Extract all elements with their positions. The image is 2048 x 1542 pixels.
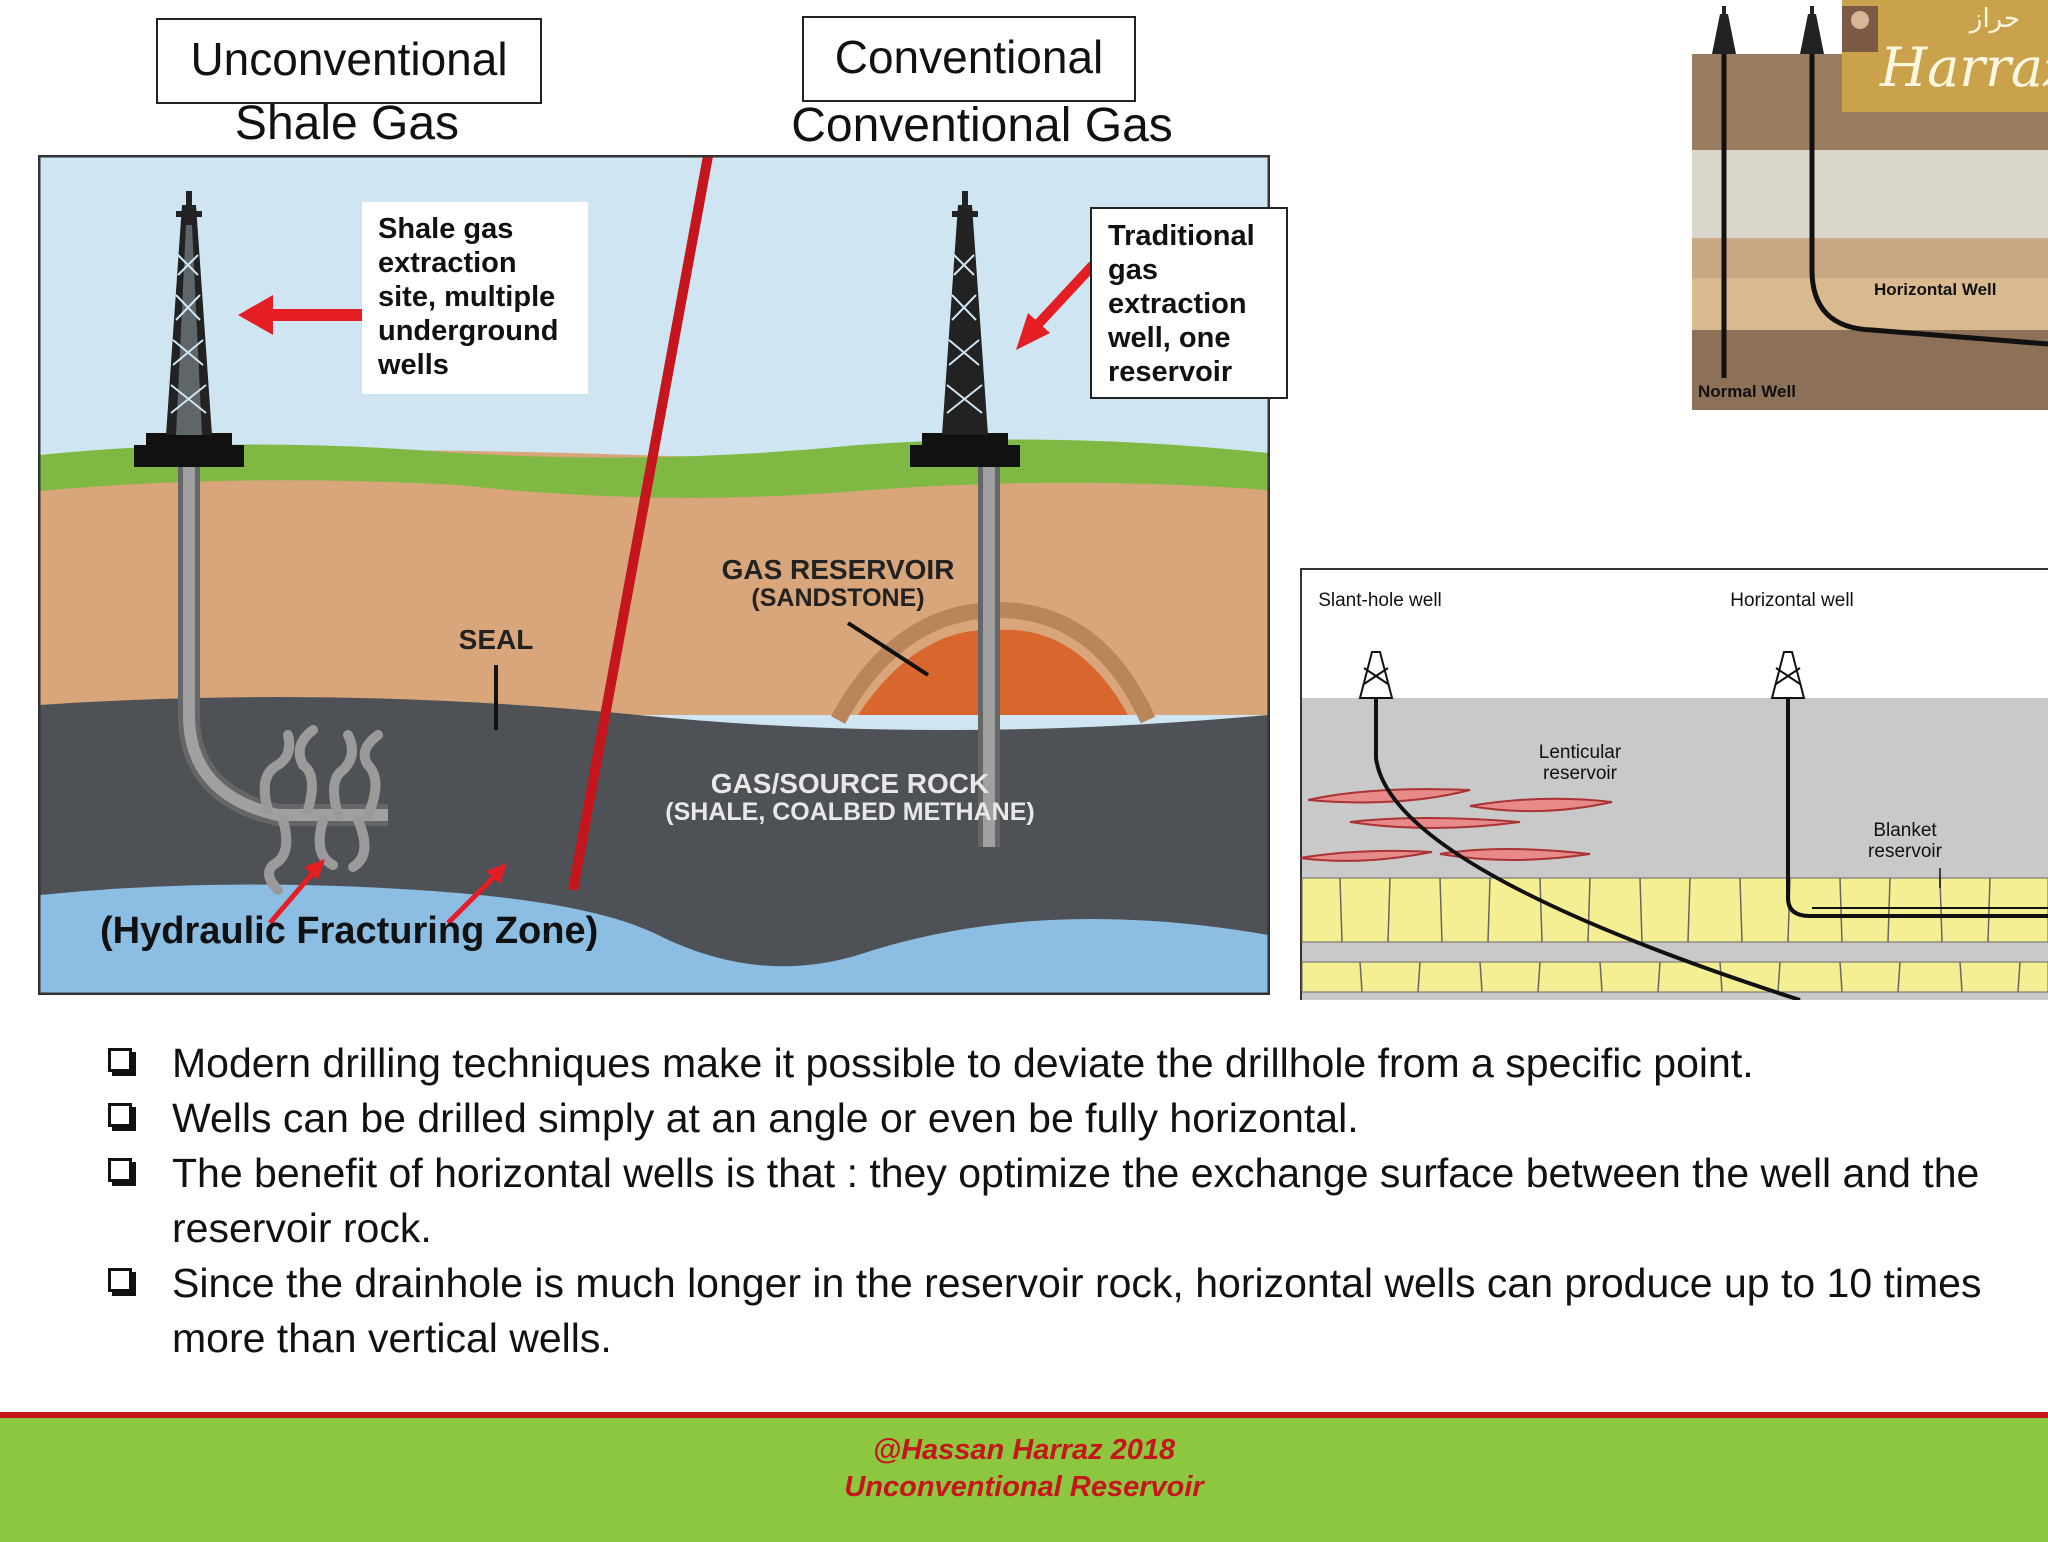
conventional-drilling-rig — [910, 191, 1020, 467]
checkbox-bullet-icon — [108, 1158, 136, 1186]
callout-shale-extraction: Shale gas extraction site, multiple unde… — [362, 202, 588, 394]
normal-vs-horizontal-well-inset — [1692, 0, 2048, 410]
checkbox-bullet-icon — [108, 1268, 136, 1296]
checkbox-bullet-icon — [108, 1048, 136, 1076]
fracture-branches — [259, 725, 383, 895]
seal-label: SEAL — [458, 624, 534, 655]
water-layer — [40, 884, 1268, 993]
horizontal-well-line — [1809, 54, 2048, 347]
inset-rig-icons — [1712, 6, 1824, 54]
red-callout-arrows — [238, 261, 1097, 925]
slant-hole-well-path — [1374, 698, 1801, 1000]
bullet-item: Modern drilling techniques make it possi… — [108, 1036, 1988, 1091]
shale-drilling-rig — [134, 191, 244, 467]
bullet-text: Since the drainhole is much longer in th… — [172, 1260, 1982, 1361]
sandstone-label: (SANDSTONE) — [751, 584, 925, 612]
divider-line — [568, 155, 714, 891]
bullet-text: The benefit of horizontal wells is that … — [172, 1150, 1980, 1251]
horizontal-well-label: Horizontal well — [1730, 590, 1854, 611]
inset-horizontal-well-label: Horizontal Well — [1874, 280, 1997, 299]
source-rock-label: GAS/SOURCE ROCK — [710, 768, 990, 799]
callout-traditional-extraction: Traditional gas extraction well, one res… — [1090, 207, 1288, 399]
blanket-reservoir-label: Blanket reservoir — [1868, 820, 1942, 862]
checkbox-bullet-icon — [108, 1103, 136, 1131]
shale-vs-conventional-diagram — [38, 155, 1270, 995]
bullet-item: The benefit of horizontal wells is that … — [108, 1146, 1988, 1256]
hydraulic-fracturing-zone-label: (Hydraulic Fracturing Zone) — [100, 910, 599, 952]
bullet-item: Wells can be drilled simply at an angle … — [108, 1091, 1988, 1146]
harraz-logo-arabic: حراز — [1969, 4, 2021, 34]
conventional-gas-subtitle: Conventional Gas — [791, 99, 1173, 152]
footer-author: @Hassan Harraz 2018 — [872, 1434, 1176, 1466]
bullet-item: Since the drainhole is much longer in th… — [108, 1256, 1988, 1366]
harraz-logo-text: Harraz — [1880, 36, 2048, 99]
horizontal-well-path — [1786, 698, 2048, 918]
slant-hole-well-label: Slant-hole well — [1318, 590, 1442, 611]
source-rock-sublabel: (SHALE, COALBED METHANE) — [665, 798, 1035, 826]
lenticular-lenses — [1300, 788, 1613, 862]
footer-bar: @Hassan Harraz 2018 Unconventional Reser… — [0, 1412, 2048, 1542]
conventional-header-box: Conventional — [802, 16, 1136, 102]
shale-gas-subtitle: Shale Gas — [234, 97, 460, 150]
footer-title: Unconventional Reservoir — [844, 1471, 1204, 1503]
bullet-text: Modern drilling techniques make it possi… — [172, 1040, 1754, 1086]
inset-normal-well-label: Normal Well — [1698, 382, 1796, 401]
lenticular-reservoir-label: Lenticular reservoir — [1538, 742, 1622, 784]
bullet-text: Wells can be drilled simply at an angle … — [172, 1095, 1359, 1141]
gas-reservoir-label: GAS RESERVOIR — [721, 554, 955, 585]
bullet-list: Modern drilling techniques make it possi… — [108, 1036, 1988, 1366]
reservoir-types-inset — [1300, 568, 2048, 1000]
inset-derricks — [1358, 651, 1806, 699]
unconventional-header-box: Unconventional — [156, 18, 542, 104]
